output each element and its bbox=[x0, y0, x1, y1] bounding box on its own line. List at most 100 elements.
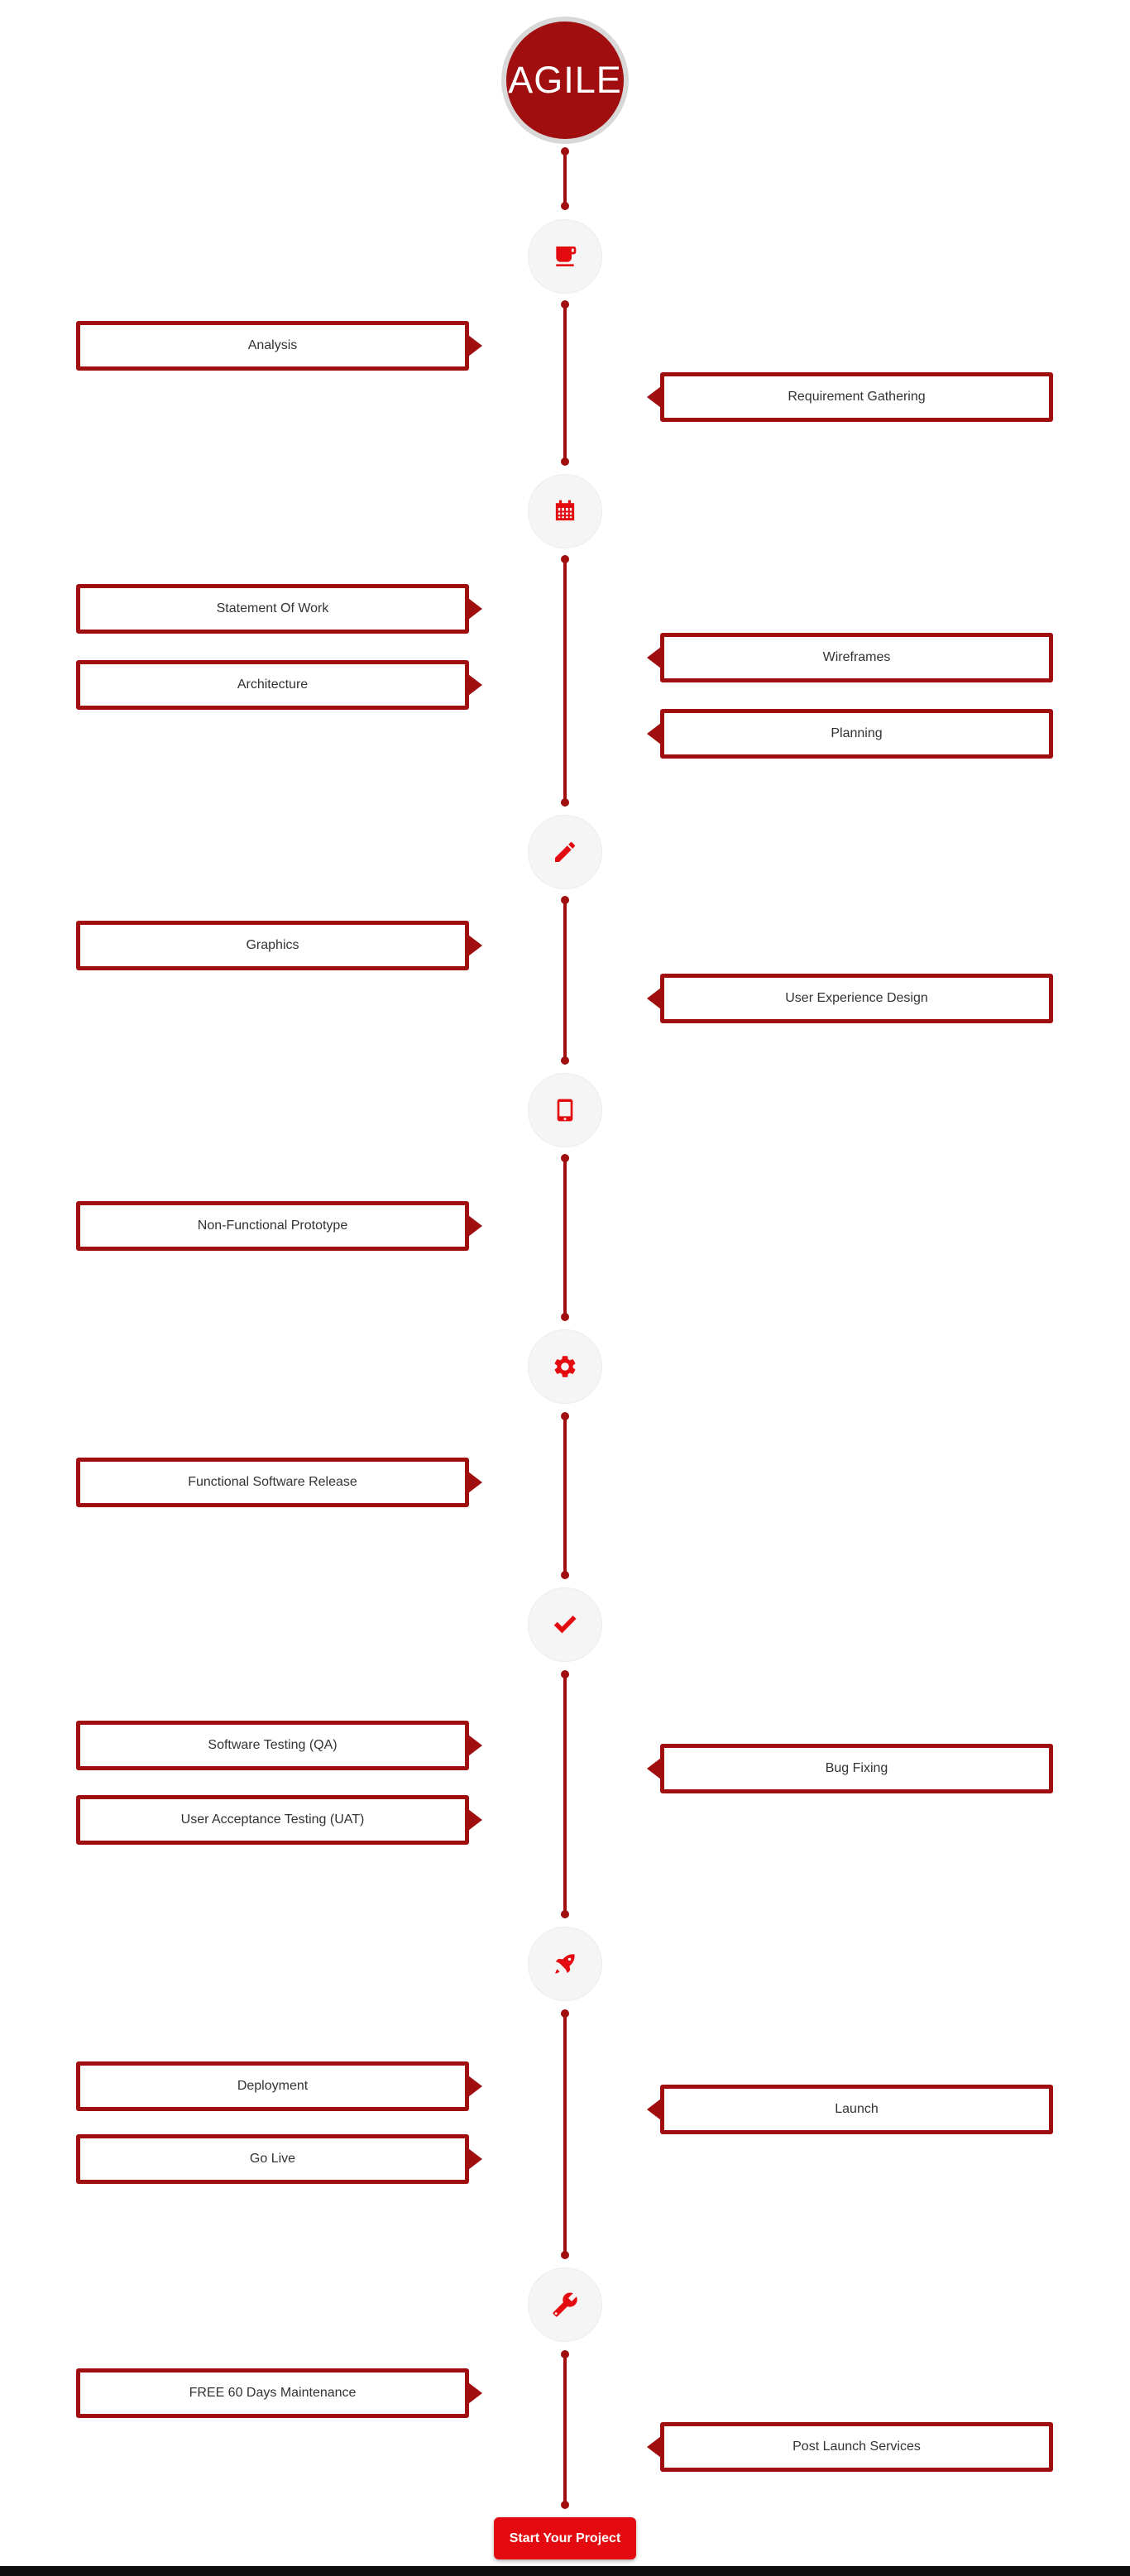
timeline-connector-dot bbox=[561, 1670, 569, 1678]
arrow-right-icon bbox=[468, 674, 482, 696]
tablet-icon bbox=[557, 1099, 573, 1122]
arrow-left-icon bbox=[647, 723, 661, 745]
timeline-step-launch: Launch bbox=[647, 2085, 1053, 2134]
arrow-left-icon bbox=[647, 988, 661, 1009]
timeline-connector-line bbox=[563, 1419, 567, 1573]
timeline-step-free-60-days-maintenance: FREE 60 Days Maintenance bbox=[76, 2368, 482, 2418]
timeline-step-functional-software-release: Functional Software Release bbox=[76, 1458, 482, 1507]
arrow-right-icon bbox=[468, 335, 482, 357]
arrow-right-icon bbox=[468, 1809, 482, 1831]
timeline-step-label: Go Live bbox=[249, 2152, 296, 2166]
timeline-step-label: Analysis bbox=[247, 338, 298, 352]
coffee-cup-icon bbox=[556, 247, 577, 266]
timeline-connector-dot bbox=[561, 1571, 569, 1579]
timeline-step-graphics: Graphics bbox=[76, 921, 482, 970]
timeline-step-label: Planning bbox=[831, 726, 883, 740]
timeline-connector-line bbox=[563, 307, 567, 459]
timeline-step-wireframes: Wireframes bbox=[647, 633, 1053, 682]
timeline-connector-dot bbox=[561, 147, 569, 156]
timeline-connector-dot bbox=[561, 1056, 569, 1065]
agile-badge-label: AGILE bbox=[508, 59, 622, 101]
check-icon bbox=[553, 1615, 577, 1634]
timeline-connector-line bbox=[563, 154, 567, 203]
timeline-step-software-testing-qa: Software Testing (QA) bbox=[76, 1721, 482, 1770]
arrow-left-icon bbox=[647, 647, 661, 668]
timeline-step-deployment: Deployment bbox=[76, 2061, 482, 2111]
pencil-icon bbox=[555, 841, 576, 862]
timeline-step-bug-fixing: Bug Fixing bbox=[647, 1744, 1053, 1793]
footer-bar bbox=[0, 2566, 1130, 2576]
milestone-circle bbox=[528, 219, 602, 294]
start-project-button[interactable]: Start Your Project bbox=[494, 2517, 636, 2559]
gear-icon bbox=[554, 1356, 576, 1377]
arrow-left-icon bbox=[647, 386, 661, 408]
timeline-connector-dot bbox=[561, 1412, 569, 1420]
arrow-right-icon bbox=[468, 2148, 482, 2170]
agile-badge: AGILE bbox=[501, 17, 629, 144]
milestone-circle bbox=[528, 815, 602, 889]
milestone-circle bbox=[528, 2267, 602, 2342]
timeline-connector-dot bbox=[561, 896, 569, 904]
timeline-step-label: Software Testing (QA) bbox=[208, 1738, 338, 1752]
timeline-step-label: Launch bbox=[835, 2102, 879, 2116]
arrow-left-icon bbox=[647, 2436, 661, 2458]
timeline-connector-dot bbox=[561, 2501, 569, 2509]
timeline-step-label: Bug Fixing bbox=[825, 1761, 888, 1775]
arrow-right-icon bbox=[468, 2382, 482, 2404]
timeline-step-label: Post Launch Services bbox=[792, 2440, 921, 2454]
timeline-step-user-acceptance-testing-uat: User Acceptance Testing (UAT) bbox=[76, 1795, 482, 1845]
timeline-step-label: Architecture bbox=[237, 678, 309, 692]
timeline-connector-dot bbox=[561, 1313, 569, 1321]
rocket-icon bbox=[555, 1954, 575, 1974]
timeline-step-label: Requirement Gathering bbox=[788, 390, 926, 404]
arrow-right-icon bbox=[468, 1735, 482, 1756]
timeline-step-label: Statement Of Work bbox=[216, 601, 329, 615]
timeline-connector-dot bbox=[561, 1910, 569, 1918]
timeline-connector-line bbox=[563, 903, 567, 1058]
arrow-right-icon bbox=[468, 2076, 482, 2097]
timeline-connector-dot bbox=[561, 2350, 569, 2358]
timeline-connector-dot bbox=[561, 2009, 569, 2018]
calendar-icon bbox=[555, 500, 575, 521]
timeline-connector-dot bbox=[561, 202, 569, 210]
timeline-step-planning: Planning bbox=[647, 709, 1053, 759]
timeline-step-label: Deployment bbox=[237, 2079, 309, 2093]
arrow-right-icon bbox=[468, 598, 482, 620]
arrow-right-icon bbox=[468, 935, 482, 956]
timeline-connector-dot bbox=[561, 1154, 569, 1162]
milestone-circle bbox=[528, 1587, 602, 1662]
timeline-connector-line bbox=[563, 1677, 567, 1912]
timeline-connector-line bbox=[563, 562, 567, 800]
timeline-step-go-live: Go Live bbox=[76, 2134, 482, 2184]
timeline-connector-line bbox=[563, 2016, 567, 2253]
timeline-step-user-experience-design: User Experience Design bbox=[647, 974, 1053, 1023]
arrow-left-icon bbox=[647, 2099, 661, 2120]
timeline-step-label: Wireframes bbox=[822, 650, 891, 664]
timeline-step-analysis: Analysis bbox=[76, 321, 482, 371]
timeline-step-non-functional-prototype: Non-Functional Prototype bbox=[76, 1201, 482, 1251]
timeline-step-label: User Experience Design bbox=[785, 991, 928, 1005]
timeline-step-label: User Acceptance Testing (UAT) bbox=[180, 1812, 365, 1827]
timeline-step-label: Graphics bbox=[246, 938, 299, 952]
timeline-connector-dot bbox=[561, 2251, 569, 2259]
wrench-icon bbox=[553, 2292, 577, 2317]
arrow-left-icon bbox=[647, 1758, 661, 1779]
timeline-connector-dot bbox=[561, 798, 569, 807]
milestone-circle bbox=[528, 1329, 602, 1404]
timeline-step-post-launch-services: Post Launch Services bbox=[647, 2422, 1053, 2472]
timeline-connector-line bbox=[563, 1161, 567, 1314]
timeline-connector-dot bbox=[561, 555, 569, 563]
timeline-step-architecture: Architecture bbox=[76, 660, 482, 710]
arrow-right-icon bbox=[468, 1215, 482, 1237]
milestone-circle bbox=[528, 1927, 602, 2001]
arrow-right-icon bbox=[468, 1472, 482, 1493]
timeline-connector-line bbox=[563, 2357, 567, 2502]
milestone-circle bbox=[528, 474, 602, 548]
milestone-circle bbox=[528, 1073, 602, 1147]
timeline-connector-dot bbox=[561, 300, 569, 309]
timeline-connector-dot bbox=[561, 457, 569, 466]
timeline-step-statement-of-work: Statement Of Work bbox=[76, 584, 482, 634]
timeline-step-requirement-gathering: Requirement Gathering bbox=[647, 372, 1053, 422]
timeline-step-label: Non-Functional Prototype bbox=[197, 1219, 348, 1233]
